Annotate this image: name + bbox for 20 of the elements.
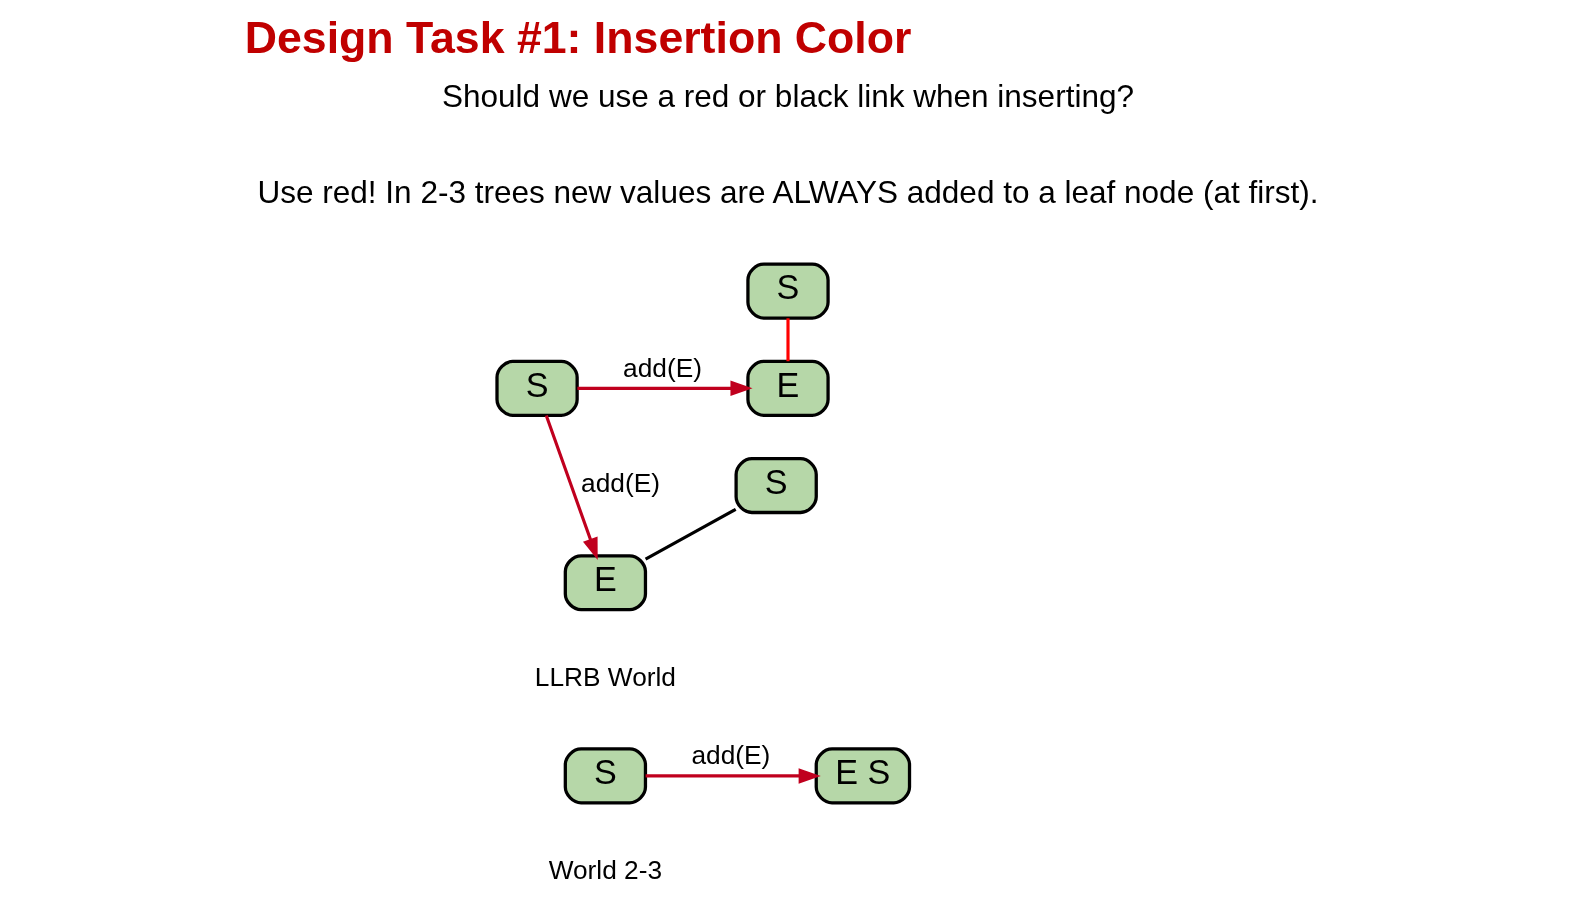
label: LLRB World [534,661,676,692]
node-box: E [563,554,647,612]
connector [785,318,790,362]
edge-label: add(E) [622,352,702,383]
label: World 2-3 [548,855,662,886]
node-box: E S [814,747,911,805]
node-box: S [494,359,579,417]
node-box: E [745,359,830,417]
edge-label: add(E) [690,740,770,771]
diagram-title: Design Task #1: Insertion Color [244,12,911,62]
arrow [645,768,821,784]
connector [644,507,736,561]
arrow [544,415,598,560]
node-box: S [563,747,647,805]
label: Use red! In 2-3 trees new values are ALWAYS added to a leaf node (at first). [257,173,1318,210]
node-box: S [745,262,830,320]
edge-label: add(E) [580,468,660,499]
label: Should we use a red or black link when inserting? [441,77,1134,114]
node-box: S [733,457,818,515]
arrow [576,380,753,397]
